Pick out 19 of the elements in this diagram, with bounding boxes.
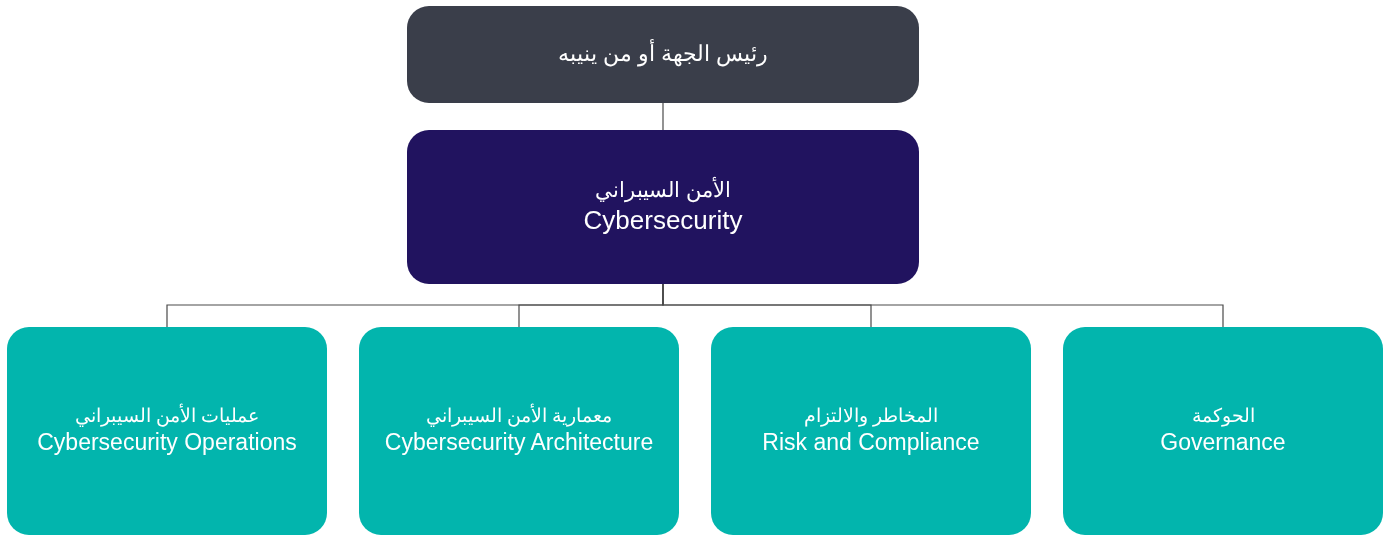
arabic-title: معمارية الأمن السيبراني bbox=[425, 403, 613, 429]
arabic-title: رئيس الجهة أو من ينيبه bbox=[557, 40, 769, 69]
english-title: Risk and Compliance bbox=[762, 428, 980, 458]
org-box bbox=[711, 327, 1031, 535]
connector-line bbox=[662, 283, 1224, 328]
english-title: Cybersecurity bbox=[583, 203, 743, 237]
org-box bbox=[1063, 327, 1383, 535]
org-box bbox=[407, 6, 919, 103]
arabic-title: عمليات الأمن السيبراني bbox=[74, 403, 260, 429]
connector-line bbox=[662, 102, 664, 131]
org-box bbox=[7, 327, 327, 535]
arabic-title: المخاطر والالتزام bbox=[803, 403, 939, 429]
english-title: Cybersecurity Operations bbox=[37, 428, 297, 458]
english-title: Cybersecurity Architecture bbox=[384, 428, 654, 458]
arabic-title: الحوكمة bbox=[1191, 403, 1255, 429]
english-title: Governance bbox=[1160, 428, 1286, 458]
arabic-title: الأمن السيبراني bbox=[595, 176, 731, 204]
org-box bbox=[359, 327, 679, 535]
org-box bbox=[407, 130, 919, 284]
